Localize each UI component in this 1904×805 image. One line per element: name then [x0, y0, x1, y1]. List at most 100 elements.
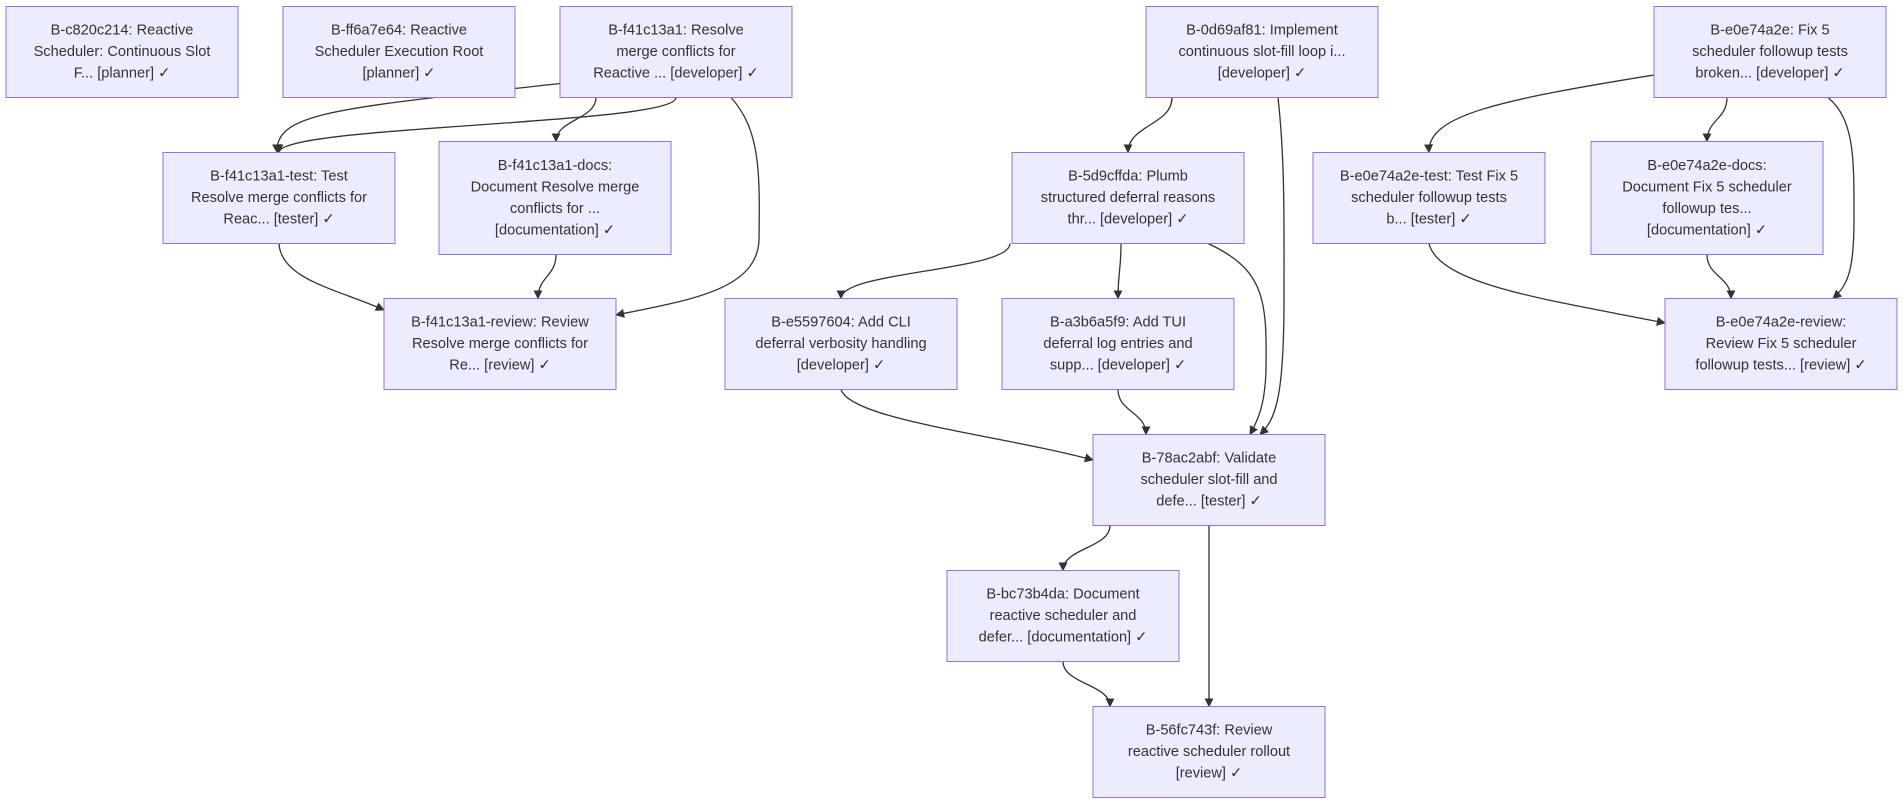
node-label-line: B-e0e74a2e-review: [1716, 315, 1847, 331]
node-box [1145, 6, 1379, 98]
node-label-line: scheduler followup tests [1692, 44, 1848, 60]
node-label-line: [review] ✓ [1176, 766, 1243, 782]
node-label-line: supp... [developer] ✓ [1050, 358, 1186, 374]
node-box [282, 6, 516, 98]
edge-f41c13a1-to-f41c13a1-docs [551, 97, 597, 143]
node-box [383, 298, 617, 390]
edge-5d9cffda-to-e5597604 [836, 243, 1011, 300]
node-label-line: B-5d9cffda: Plumb [1068, 169, 1188, 185]
edge-e0e74a2e-to-e0e74a2e-docs [1702, 97, 1728, 143]
edge-bc73b4da-to-56fc743f [1062, 661, 1115, 708]
node-label-line: Review Fix 5 scheduler [1706, 336, 1857, 352]
node-box [1653, 6, 1887, 98]
node-label-line: structured deferral reasons [1041, 190, 1215, 206]
node-box [1312, 152, 1546, 244]
node-0d69af81[interactable]: B-0d69af81: Implement continuous slot-fil… [1145, 6, 1379, 98]
node-label-line: reactive scheduler and [990, 608, 1137, 624]
node-label-line: B-a3b6a5f9: Add TUI [1050, 315, 1186, 331]
edge-e0e74a2e-to-e0e74a2e-review [1827, 97, 1855, 300]
node-box [1001, 298, 1235, 390]
edge-e0e74a2e-docs-to-e0e74a2e-review [1706, 254, 1736, 300]
node-label-line: thr... [developer] ✓ [1068, 212, 1189, 228]
node-box [1590, 141, 1824, 255]
node-label-line: B-78ac2abf: Validate [1142, 451, 1276, 467]
node-label-line: conflicts for ... [510, 201, 600, 217]
node-label-line: B-e0e74a2e: Fix 5 [1710, 23, 1829, 39]
node-box [438, 141, 672, 255]
edge-a3b6a5f9-to-78ac2abf [1117, 389, 1151, 436]
node-5d9cffda[interactable]: B-5d9cffda: Plumb structured deferral rea… [1011, 152, 1245, 244]
node-label-line: B-f41c13a1-review: Review [411, 315, 589, 331]
node-label-line: scheduler slot-fill and [1140, 472, 1277, 488]
edges-layer [272, 74, 1855, 708]
node-label-line: B-e0e74a2e-docs: [1647, 158, 1766, 174]
node-box [1092, 706, 1326, 798]
node-label-line: scheduler followup tests [1351, 190, 1507, 206]
node-box [1011, 152, 1245, 244]
node-label-line: Resolve merge conflicts for [412, 336, 588, 352]
node-label-line: Scheduler: Continuous Slot [34, 44, 211, 60]
node-label-line: B-e5597604: Add CLI [771, 315, 911, 331]
node-bc73b4da[interactable]: B-bc73b4da: Document reactive scheduler a… [946, 570, 1180, 662]
edge-5d9cffda-to-a3b6a5f9 [1113, 243, 1123, 300]
node-a3b6a5f9[interactable]: B-a3b6a5f9: Add TUI deferral log entries … [1001, 298, 1235, 390]
node-label-line: followup tes... [1662, 201, 1751, 217]
node-label-line: Document Resolve merge [471, 179, 640, 195]
node-label-line: [documentation] ✓ [495, 222, 615, 238]
node-box [162, 152, 396, 244]
edge-f41c13a1-docs-to-f41c13a1-review [533, 254, 557, 300]
node-f41c13a1[interactable]: B-f41c13a1: Resolve merge conflicts forRe… [559, 6, 793, 98]
node-label-line: B-f41c13a1-test: Test [210, 169, 348, 185]
edge-e5597604-to-78ac2abf [840, 389, 1094, 463]
node-e0e74a2e-test[interactable]: B-e0e74a2e-test: Test Fix 5 scheduler fol… [1312, 152, 1546, 244]
node-f41c13a1-docs[interactable]: B-f41c13a1-docs: Document Resolve merge co… [438, 141, 672, 255]
node-label-line: B-bc73b4da: Document [986, 587, 1139, 603]
node-label-line: F... [planner] ✓ [74, 66, 171, 82]
edge-0d69af81-to-78ac2abf [1259, 97, 1285, 436]
node-label-line: followup tests... [review] ✓ [1695, 358, 1866, 374]
node-label-line: Resolve merge conflicts for [191, 190, 367, 206]
node-label-line: merge conflicts for [616, 44, 735, 60]
node-label-line: B-e0e74a2e-test: Test Fix 5 [1340, 169, 1518, 185]
node-label-line: [developer] ✓ [797, 358, 886, 374]
node-label-line: [planner] ✓ [362, 66, 435, 82]
node-box [724, 298, 958, 390]
node-label-line: B-f41c13a1: Resolve [608, 23, 743, 39]
edge-f41c13a1-test-to-f41c13a1-review [278, 243, 385, 311]
edge-78ac2abf-to-bc73b4da [1058, 525, 1111, 572]
edge-e0e74a2e-to-e0e74a2e-test [1424, 74, 1655, 154]
node-label-line: Reac... [tester] ✓ [223, 212, 334, 228]
node-box [946, 570, 1180, 662]
node-label-line: [developer] ✓ [1218, 66, 1307, 82]
node-label-line: Scheduler Execution Root [315, 44, 484, 60]
node-label-line: b... [tester] ✓ [1386, 212, 1471, 228]
node-box [1664, 298, 1898, 390]
node-label-line: defe... [tester] ✓ [1156, 494, 1262, 510]
node-78ac2abf[interactable]: B-78ac2abf: Validate scheduler slot-fill … [1092, 434, 1326, 526]
node-label-line: deferral log entries and [1043, 336, 1192, 352]
edge-5d9cffda-to-78ac2abf [1207, 242, 1267, 436]
node-box [559, 6, 793, 98]
node-label-line: Document Fix 5 scheduler [1622, 179, 1792, 195]
edge-f41c13a1-to-f41c13a1-test [274, 97, 677, 154]
node-label-line: B-ff6a7e64: Reactive [331, 23, 467, 39]
node-e0e74a2e[interactable]: B-e0e74a2e: Fix 5 scheduler followup test… [1653, 6, 1887, 98]
node-e0e74a2e-review[interactable]: B-e0e74a2e-review: Review Fix 5 scheduler… [1664, 298, 1898, 390]
node-label-line: B-f41c13a1-docs: [498, 158, 612, 174]
node-label-line: B-56fc743f: Review [1146, 723, 1273, 739]
node-label-line: Reactive ... [developer] ✓ [593, 66, 759, 82]
node-e0e74a2e-docs[interactable]: B-e0e74a2e-docs: Document Fix 5 scheduler… [1590, 141, 1824, 255]
edge-0d69af81-to-5d9cffda [1123, 97, 1173, 154]
node-label-line: B-c820c214: Reactive [51, 23, 194, 39]
node-label-line: B-0d69af81: Implement [1186, 23, 1338, 39]
node-label-line: continuous slot-fill loop i... [1178, 44, 1345, 60]
node-label-line: defer... [documentation] ✓ [979, 630, 1148, 646]
